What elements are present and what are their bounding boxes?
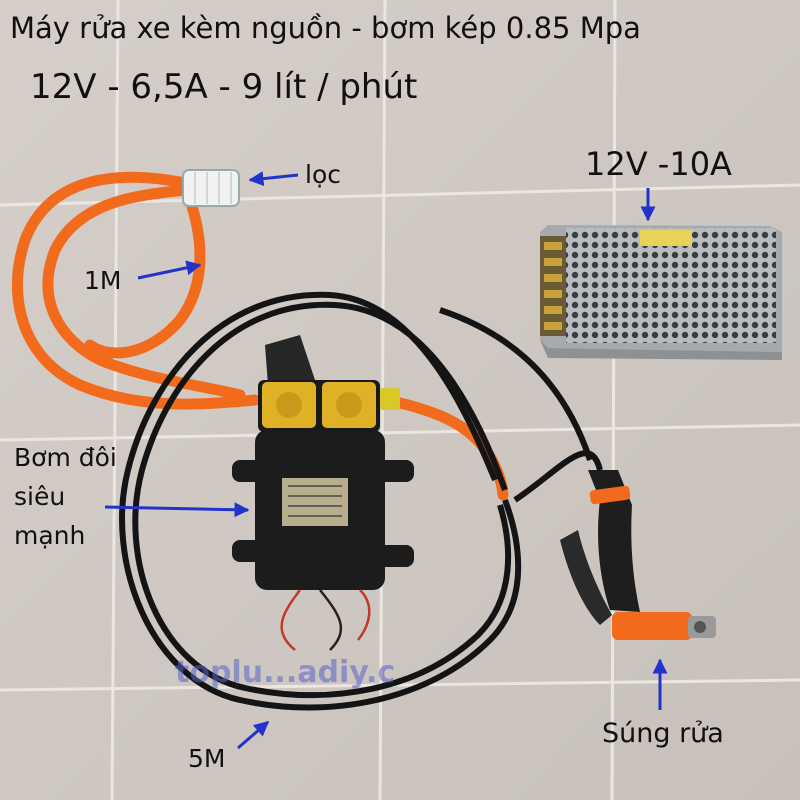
title-line-1: Máy rửa xe kèm nguồn - bơm kép 0.85 Mpa (10, 11, 641, 45)
power-supply (540, 225, 782, 360)
hose-5m-label: 5M (188, 744, 226, 773)
spray-gun (560, 470, 716, 640)
pump (232, 335, 414, 590)
black-hose (119, 291, 603, 711)
title-line-2: 12V - 6,5A - 9 lít / phút (30, 67, 418, 107)
pump-label: Bơm đôi siêu mạnh (14, 443, 117, 550)
gun-label: Súng rửa (602, 718, 724, 749)
annotation-arrows (104, 171, 668, 750)
pump-wires (280, 589, 371, 651)
watermark: toplu...adiy.c (175, 655, 396, 690)
power-supply-label: 12V -10A (585, 145, 732, 183)
filter-label: lọc (305, 160, 341, 189)
hose-1m-label: 1M (84, 266, 122, 295)
filter (182, 169, 240, 207)
